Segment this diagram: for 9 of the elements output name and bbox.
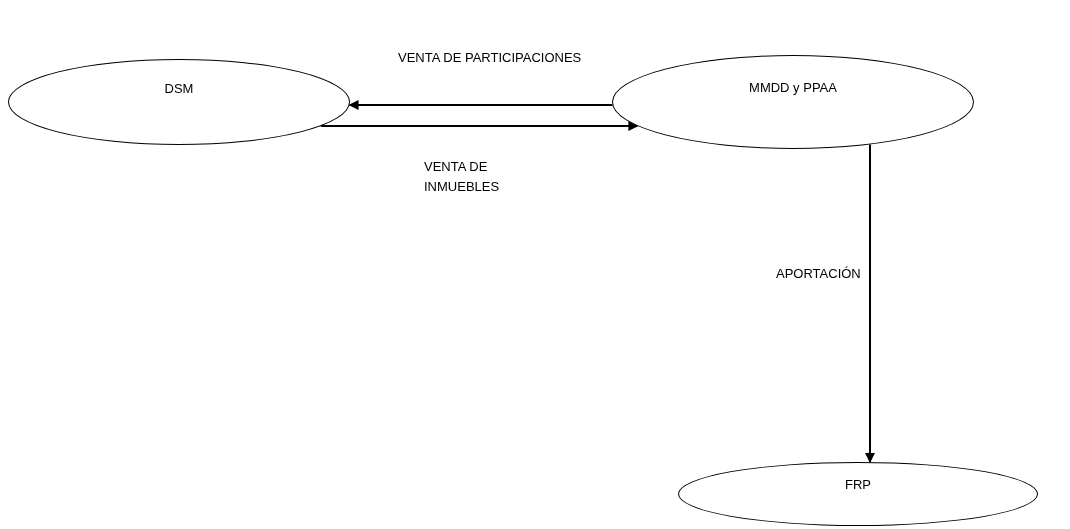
- arrow: [865, 143, 875, 464]
- node-label: DSM: [164, 80, 194, 99]
- edge-label: VENTA DE INMUEBLES: [424, 158, 501, 196]
- arrow: [319, 121, 639, 131]
- node-label: FRP: [845, 475, 871, 494]
- node-label: MMDD y PPAA: [749, 79, 837, 98]
- edge-label: VENTA DE PARTICIPACIONES: [398, 49, 583, 67]
- arrow: [348, 100, 614, 110]
- edge-label: APORTACIÓN: [776, 265, 862, 283]
